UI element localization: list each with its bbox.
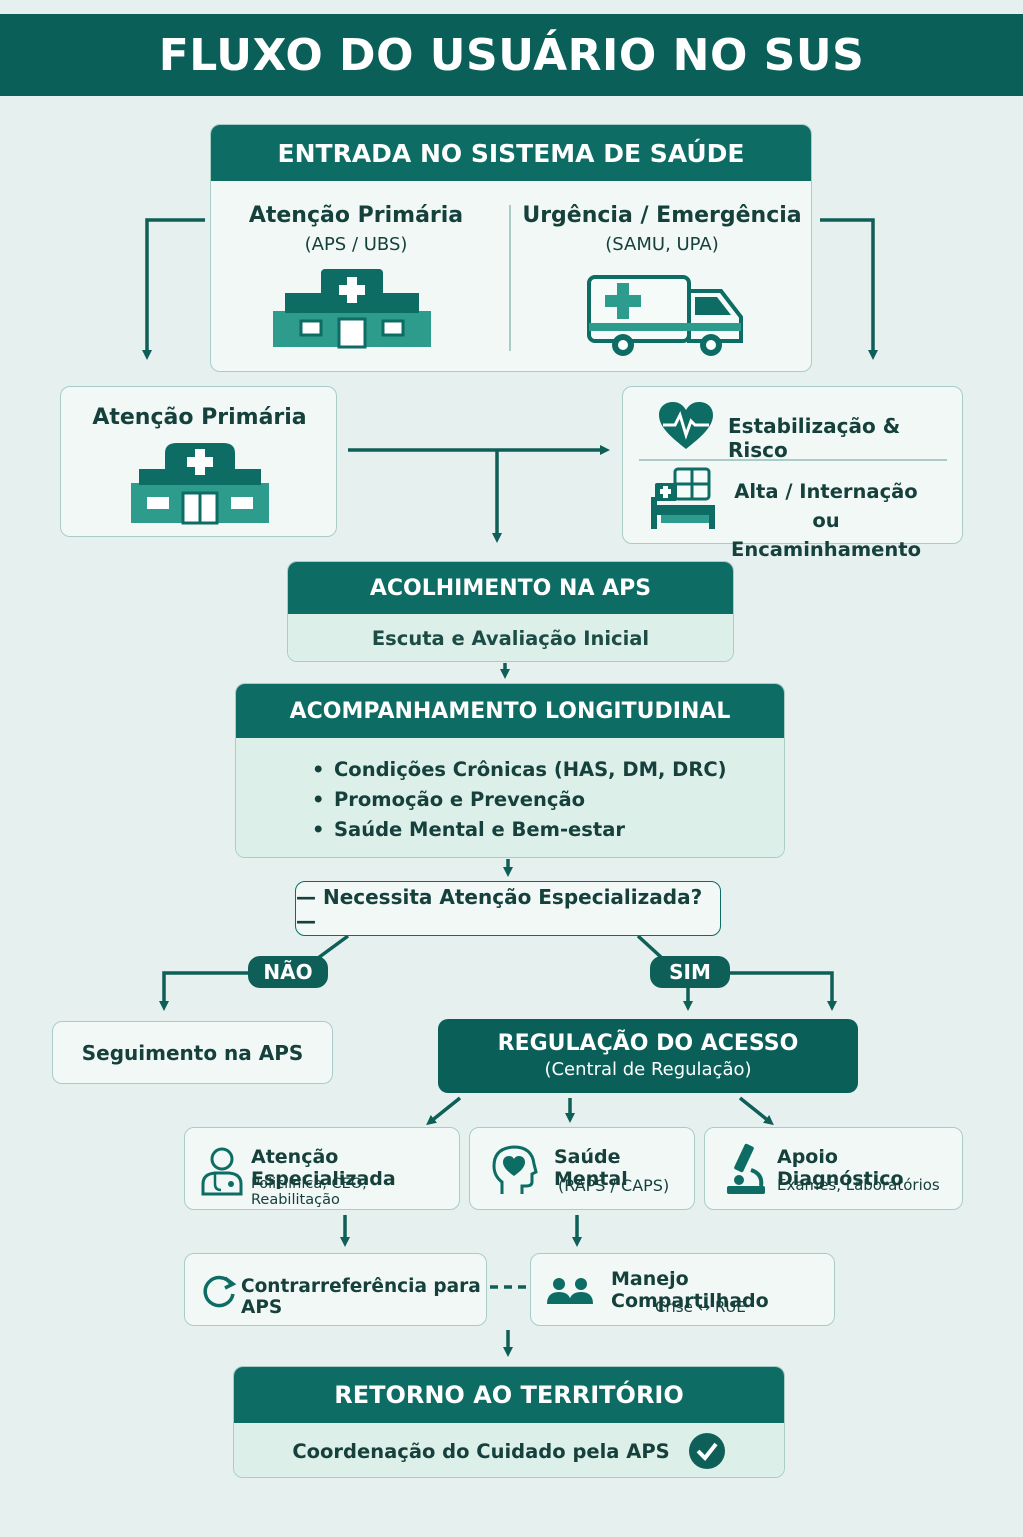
manejo-sub: Crise ↔ RUE [655, 1298, 746, 1316]
refresh-icon [203, 1275, 237, 1308]
arrow-entrada-urgencia [820, 218, 878, 360]
regulacao-sub: (Central de Regulação) [544, 1059, 752, 1080]
mind-heart-icon [492, 1145, 538, 1194]
acolhimento-header: ACOLHIMENTO NA APS [288, 562, 733, 614]
retorno-body: Coordenação do Cuidado pela APS [234, 1423, 784, 1477]
divider [639, 459, 947, 461]
regulacao-card[interactable]: REGULAÇÃO DO ACESSO (Central de Regulaçã… [438, 1019, 858, 1093]
acolhimento-card[interactable]: ACOLHIMENTO NA APS Escuta e Avaliação In… [287, 561, 734, 662]
hospital-icon [131, 443, 269, 525]
list-item: Promoção e Prevenção [312, 788, 784, 811]
aps-card[interactable]: Atenção Primária [60, 386, 337, 537]
hospital-bed-icon [651, 467, 715, 529]
acolhimento-body: Escuta e Avaliação Inicial [288, 614, 733, 661]
entrada-urgencia[interactable]: Urgência / Emergência (SAMU, UPA) [511, 203, 811, 255]
contrarreferencia-text: Contrarreferência para APS [241, 1276, 481, 1318]
acompanhamento-list: Condições Crônicas (HAS, DM, DRC) Promoç… [312, 758, 784, 841]
apoio-sub: Exames, Laboratórios [777, 1176, 940, 1194]
manejo-title: Manejo Compartilhado [611, 1268, 769, 1312]
entrada-aps-title: Atenção Primária [248, 203, 464, 228]
acompanhamento-card[interactable]: ACOMPANHAMENTO LONGITUDINAL Condições Cr… [235, 683, 785, 858]
list-item: Saúde Mental e Bem-estar [312, 818, 784, 841]
retorno-text: Coordenação do Cuidado pela APS [292, 1439, 670, 1463]
saude-mental-card[interactable]: Saúde Mental (RAPS / CAPS) [469, 1127, 695, 1210]
retorno-card[interactable]: RETORNO AO TERRITÓRIO Coordenação do Cui… [233, 1366, 785, 1478]
urgencia-card[interactable]: Estabilização & Risco Alta / Internação … [622, 386, 963, 561]
apoio-card[interactable]: Apoio Diagnóstico Exames, Laboratórios [704, 1127, 963, 1210]
arrow-entrada-aps [142, 218, 205, 360]
manejo-card[interactable]: Manejo Compartilhado Crise ↔ RUE [530, 1253, 835, 1326]
heart-pulse-icon [659, 402, 713, 449]
saude-mental-title: Saúde Mental [554, 1146, 628, 1190]
entrada-aps-sub: (APS / UBS) [304, 234, 408, 255]
yes-badge[interactable]: SIM [650, 956, 730, 988]
acompanhamento-body: Condições Crônicas (HAS, DM, DRC) Promoç… [236, 738, 784, 857]
acompanhamento-header: ACOMPANHAMENTO LONGITUDINAL [236, 684, 784, 738]
arrow-nao-seguimento [159, 971, 248, 1011]
users-icon [547, 1278, 593, 1304]
no-badge[interactable]: NÃO [248, 956, 328, 988]
apoio-title: Apoio Diagnóstico [777, 1146, 904, 1190]
entrada-aps[interactable]: Atenção Primária (APS / UBS) [211, 203, 501, 255]
entrada-header: ENTRADA NO SISTEMA DE SAÚDE [211, 125, 811, 181]
seguimento-card[interactable]: Seguimento na APS [52, 1021, 333, 1084]
entrada-card: ENTRADA NO SISTEMA DE SAÚDE Atenção Prim… [210, 124, 812, 372]
retorno-header: RETORNO AO TERRITÓRIO [234, 1367, 784, 1423]
decision-question[interactable]: — Necessita Atenção Especializada? — [295, 881, 721, 936]
hospital-icon [273, 269, 431, 349]
especializada-card[interactable]: Atenção Especializada Policlínica, CEO, … [184, 1127, 460, 1210]
microscope-icon [727, 1143, 765, 1194]
especializada-title: Atenção Especializada [251, 1146, 396, 1190]
aps-card-title: Atenção Primária [92, 405, 307, 430]
alta-line1: Alta / Internação ou [734, 480, 918, 532]
doctor-icon [201, 1147, 243, 1196]
check-circle-icon [688, 1433, 725, 1469]
entrada-urgencia-sub: (SAMU, UPA) [605, 234, 719, 255]
contrarreferencia-card[interactable]: Contrarreferência para APS [184, 1253, 487, 1326]
entrada-urgencia-title: Urgência / Emergência [522, 203, 802, 228]
alta-text: Alta / Internação ou Encaminhamento [723, 477, 929, 564]
alta-line2: Encaminhamento [731, 538, 921, 561]
stabilization-text: Estabilização & Risco [728, 414, 901, 462]
saude-mental-sub: (RAPS / CAPS) [558, 1176, 670, 1195]
regulacao-title: REGULAÇÃO DO ACESSO [497, 1031, 799, 1056]
especializada-sub: Policlínica, CEO, Reabilitação [251, 1176, 367, 1208]
page-title: FLUXO DO USUÁRIO NO SUS [0, 14, 1023, 96]
list-item: Condições Crônicas (HAS, DM, DRC) [312, 758, 784, 781]
ambulance-icon [587, 275, 743, 356]
divider [509, 205, 511, 351]
